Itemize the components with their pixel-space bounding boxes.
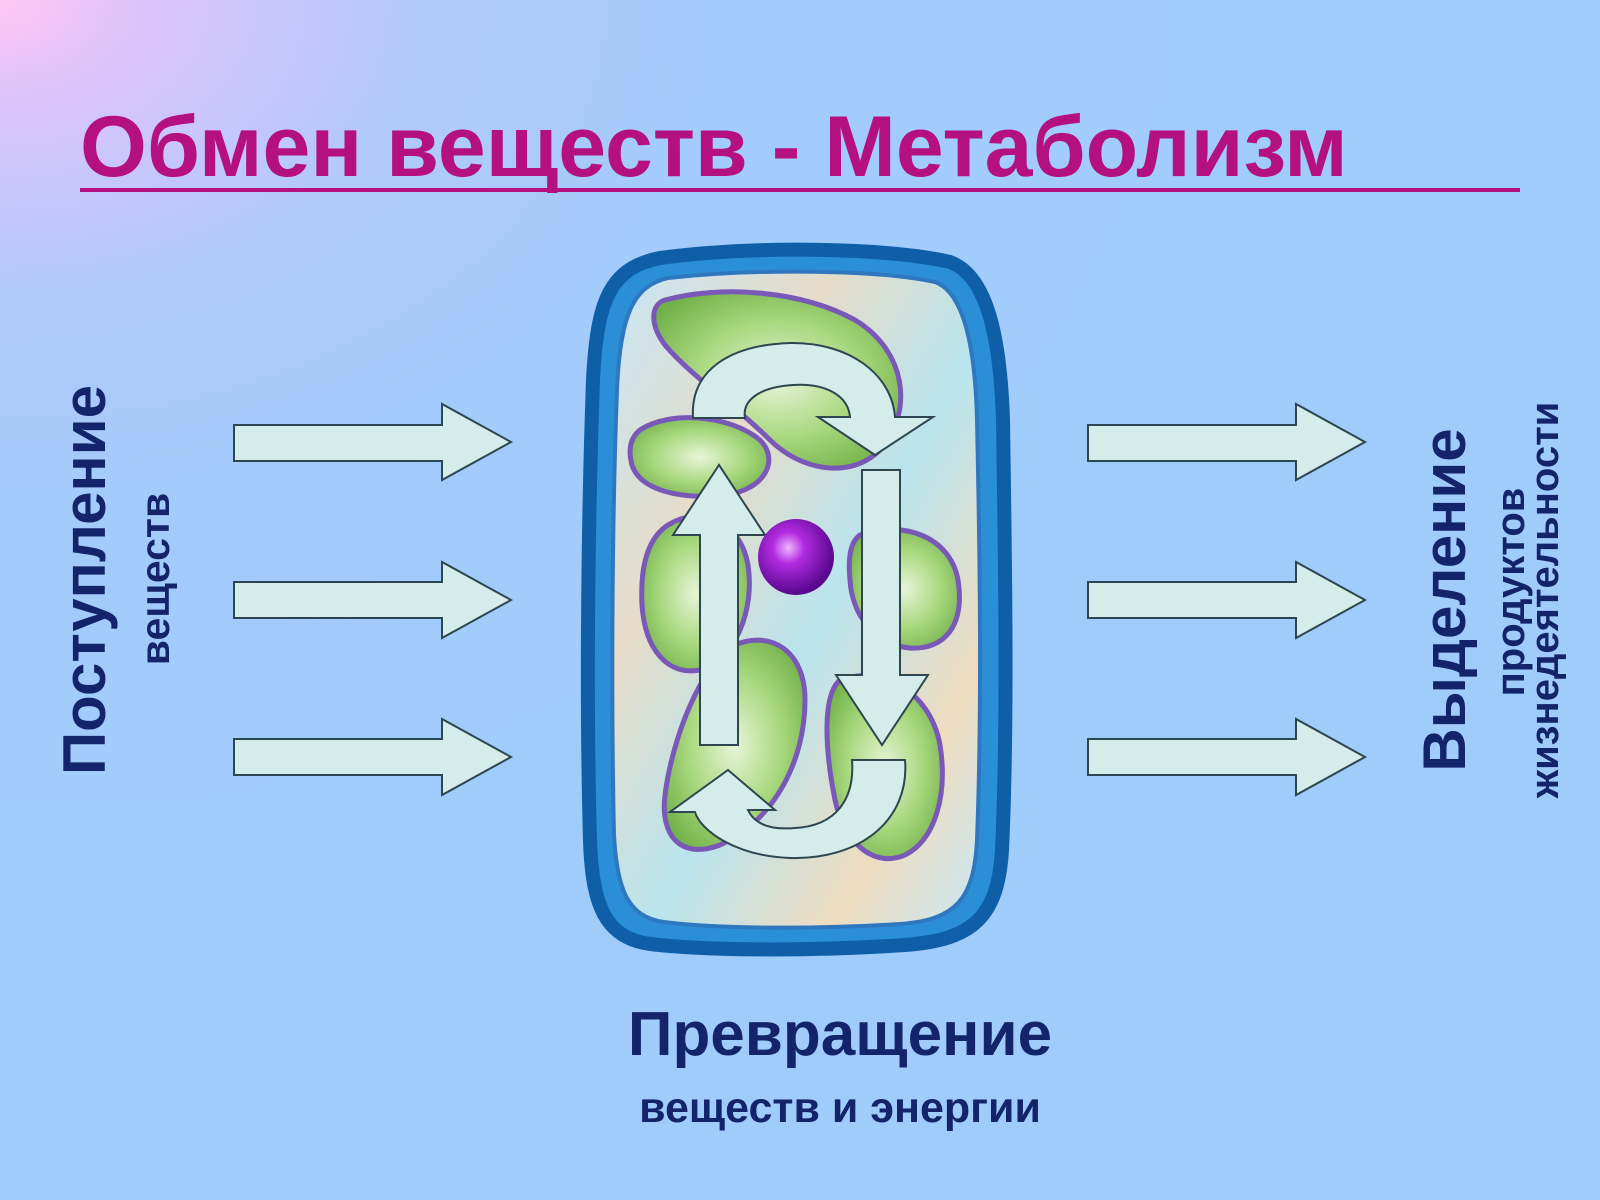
transformation-sublabel: веществ и энергии — [639, 1084, 1041, 1132]
intake-arrow-top — [233, 402, 514, 482]
excretion-label: Выделение — [1411, 428, 1478, 772]
intake-arrow-middle — [233, 560, 514, 640]
title-underline — [80, 188, 1520, 192]
nucleus — [758, 519, 834, 595]
intake-label: Поступление — [51, 384, 118, 776]
cycle-arrow-bottom-curve — [666, 759, 907, 860]
transformation-label: Превращение — [627, 1000, 1053, 1069]
page-title: Обмен веществ - Метаболизм — [80, 99, 1348, 195]
intake-sublabel: веществ — [132, 492, 178, 666]
excretion-sublabel-vital: жизнедеятельности — [1523, 401, 1567, 799]
cell-illustration — [580, 242, 1013, 957]
cycle-arrow-down — [834, 469, 930, 747]
organelle — [627, 415, 772, 499]
excretion-arrow-top — [1087, 402, 1368, 482]
cycle-arrow-up — [671, 463, 767, 746]
excretion-arrow-bottom — [1087, 717, 1368, 797]
intake-arrow-bottom — [233, 717, 514, 797]
excretion-arrows — [1087, 402, 1368, 797]
intake-arrows — [233, 402, 514, 797]
excretion-arrow-middle — [1087, 560, 1368, 640]
cycle-arrow-top-curve — [691, 341, 937, 457]
